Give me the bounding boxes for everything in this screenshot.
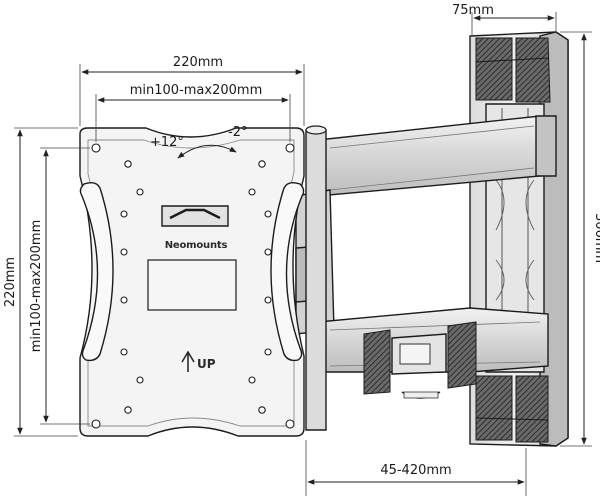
dim-vesa-vertical-label: min100-max200mm xyxy=(29,220,44,352)
dim-wall-depth-label: 75mm xyxy=(452,3,494,18)
dim-wall-depth xyxy=(471,12,557,36)
dim-overall-height xyxy=(560,31,592,447)
dim-plate-height xyxy=(14,127,78,437)
dim-plate-width-label: 220mm xyxy=(173,55,223,70)
dim-overall-height-label: 306mm xyxy=(592,213,600,263)
tilt-indicator xyxy=(177,144,237,159)
vesa-plate xyxy=(79,127,305,437)
tilt-down-label: -2° xyxy=(228,125,247,140)
dim-plate-height-label: 220mm xyxy=(3,257,18,307)
articulating-arm xyxy=(295,115,557,431)
dim-vesa-vertical xyxy=(40,147,90,425)
dim-vesa-horizontal xyxy=(95,94,291,142)
dim-arm-extension-label: 45-420mm xyxy=(380,463,451,478)
dim-plate-width xyxy=(79,64,305,126)
dim-vesa-horizontal-label: min100-max200mm xyxy=(130,83,262,98)
wall-plate xyxy=(469,31,569,447)
brand-label: Neomounts xyxy=(165,240,228,251)
up-label: UP xyxy=(197,357,216,371)
dim-arm-extension xyxy=(305,440,527,496)
tilt-up-label: +12° xyxy=(150,135,184,150)
